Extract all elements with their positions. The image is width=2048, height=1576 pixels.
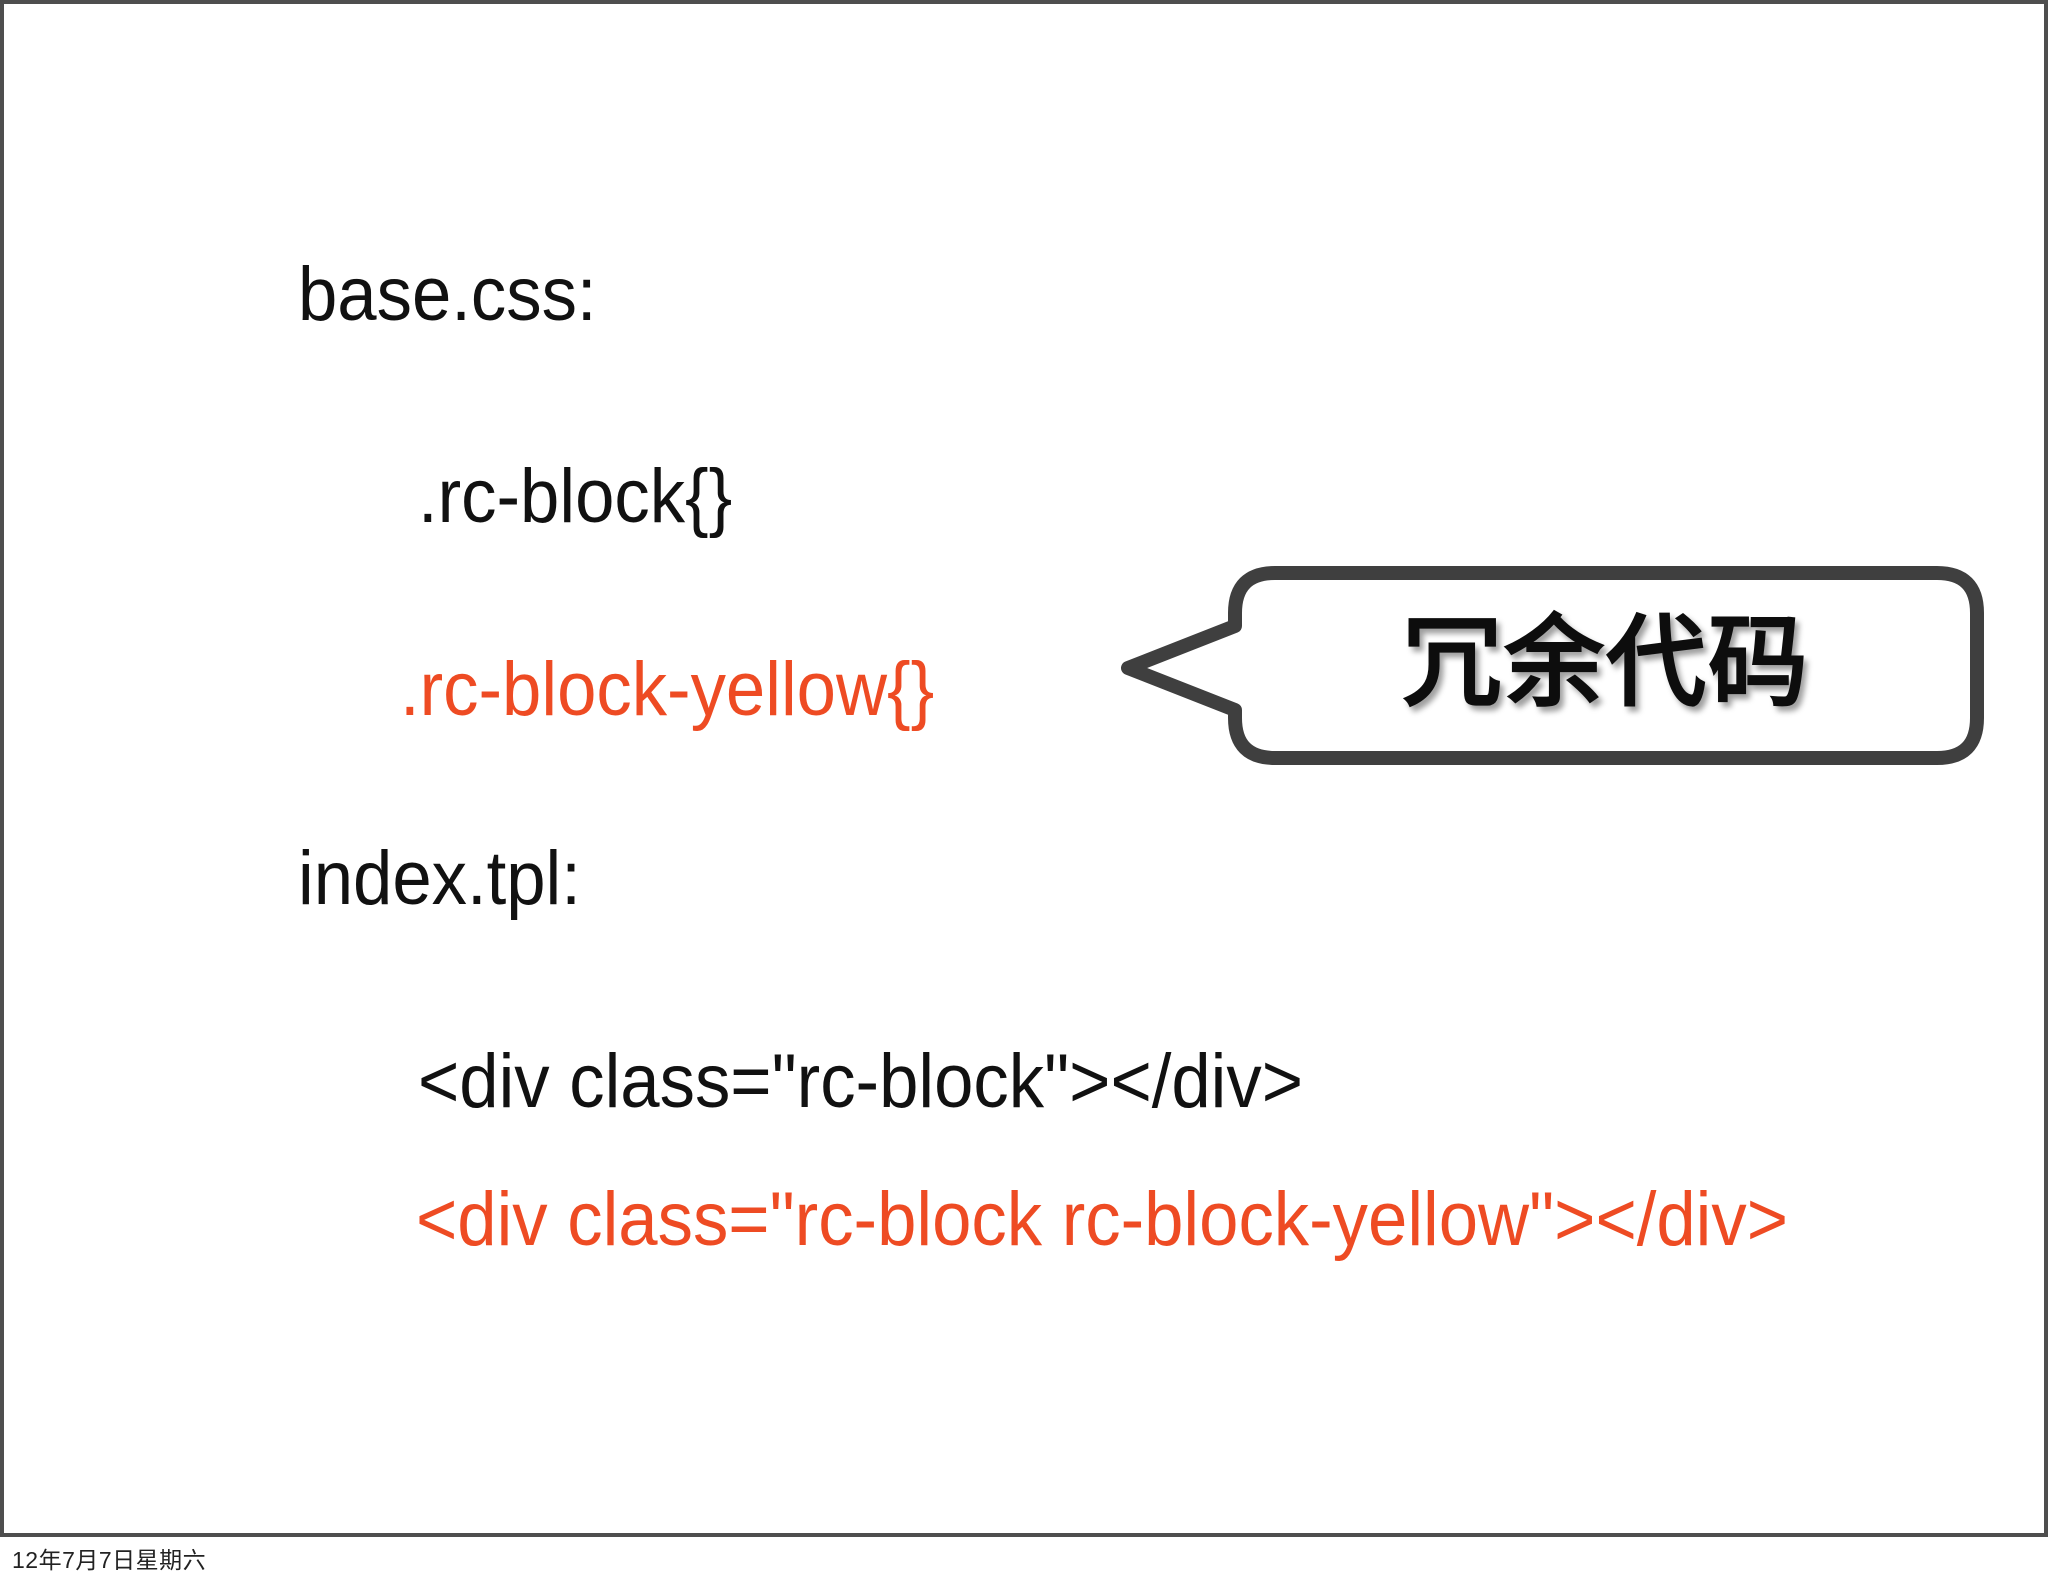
css-rule-rc-block-yellow: .rc-block-yellow{} bbox=[400, 647, 935, 732]
speech-bubble-shape bbox=[1121, 566, 1984, 765]
tpl-div-rc-block-yellow: <div class="rc-block rc-block-yellow"></… bbox=[416, 1177, 1788, 1262]
tpl-div-rc-block: <div class="rc-block"></div> bbox=[418, 1039, 1303, 1124]
callout-bubble bbox=[1121, 566, 1984, 765]
slide-frame-border bbox=[0, 0, 2048, 1537]
tpl-filename-label: index.tpl: bbox=[298, 836, 581, 921]
callout-text: 冗余代码 bbox=[1402, 607, 1810, 719]
css-rule-rc-block: .rc-block{} bbox=[418, 454, 733, 539]
css-filename-label: base.css: bbox=[298, 252, 597, 337]
slide-date: 12年7月7日星期六 bbox=[12, 1547, 207, 1573]
